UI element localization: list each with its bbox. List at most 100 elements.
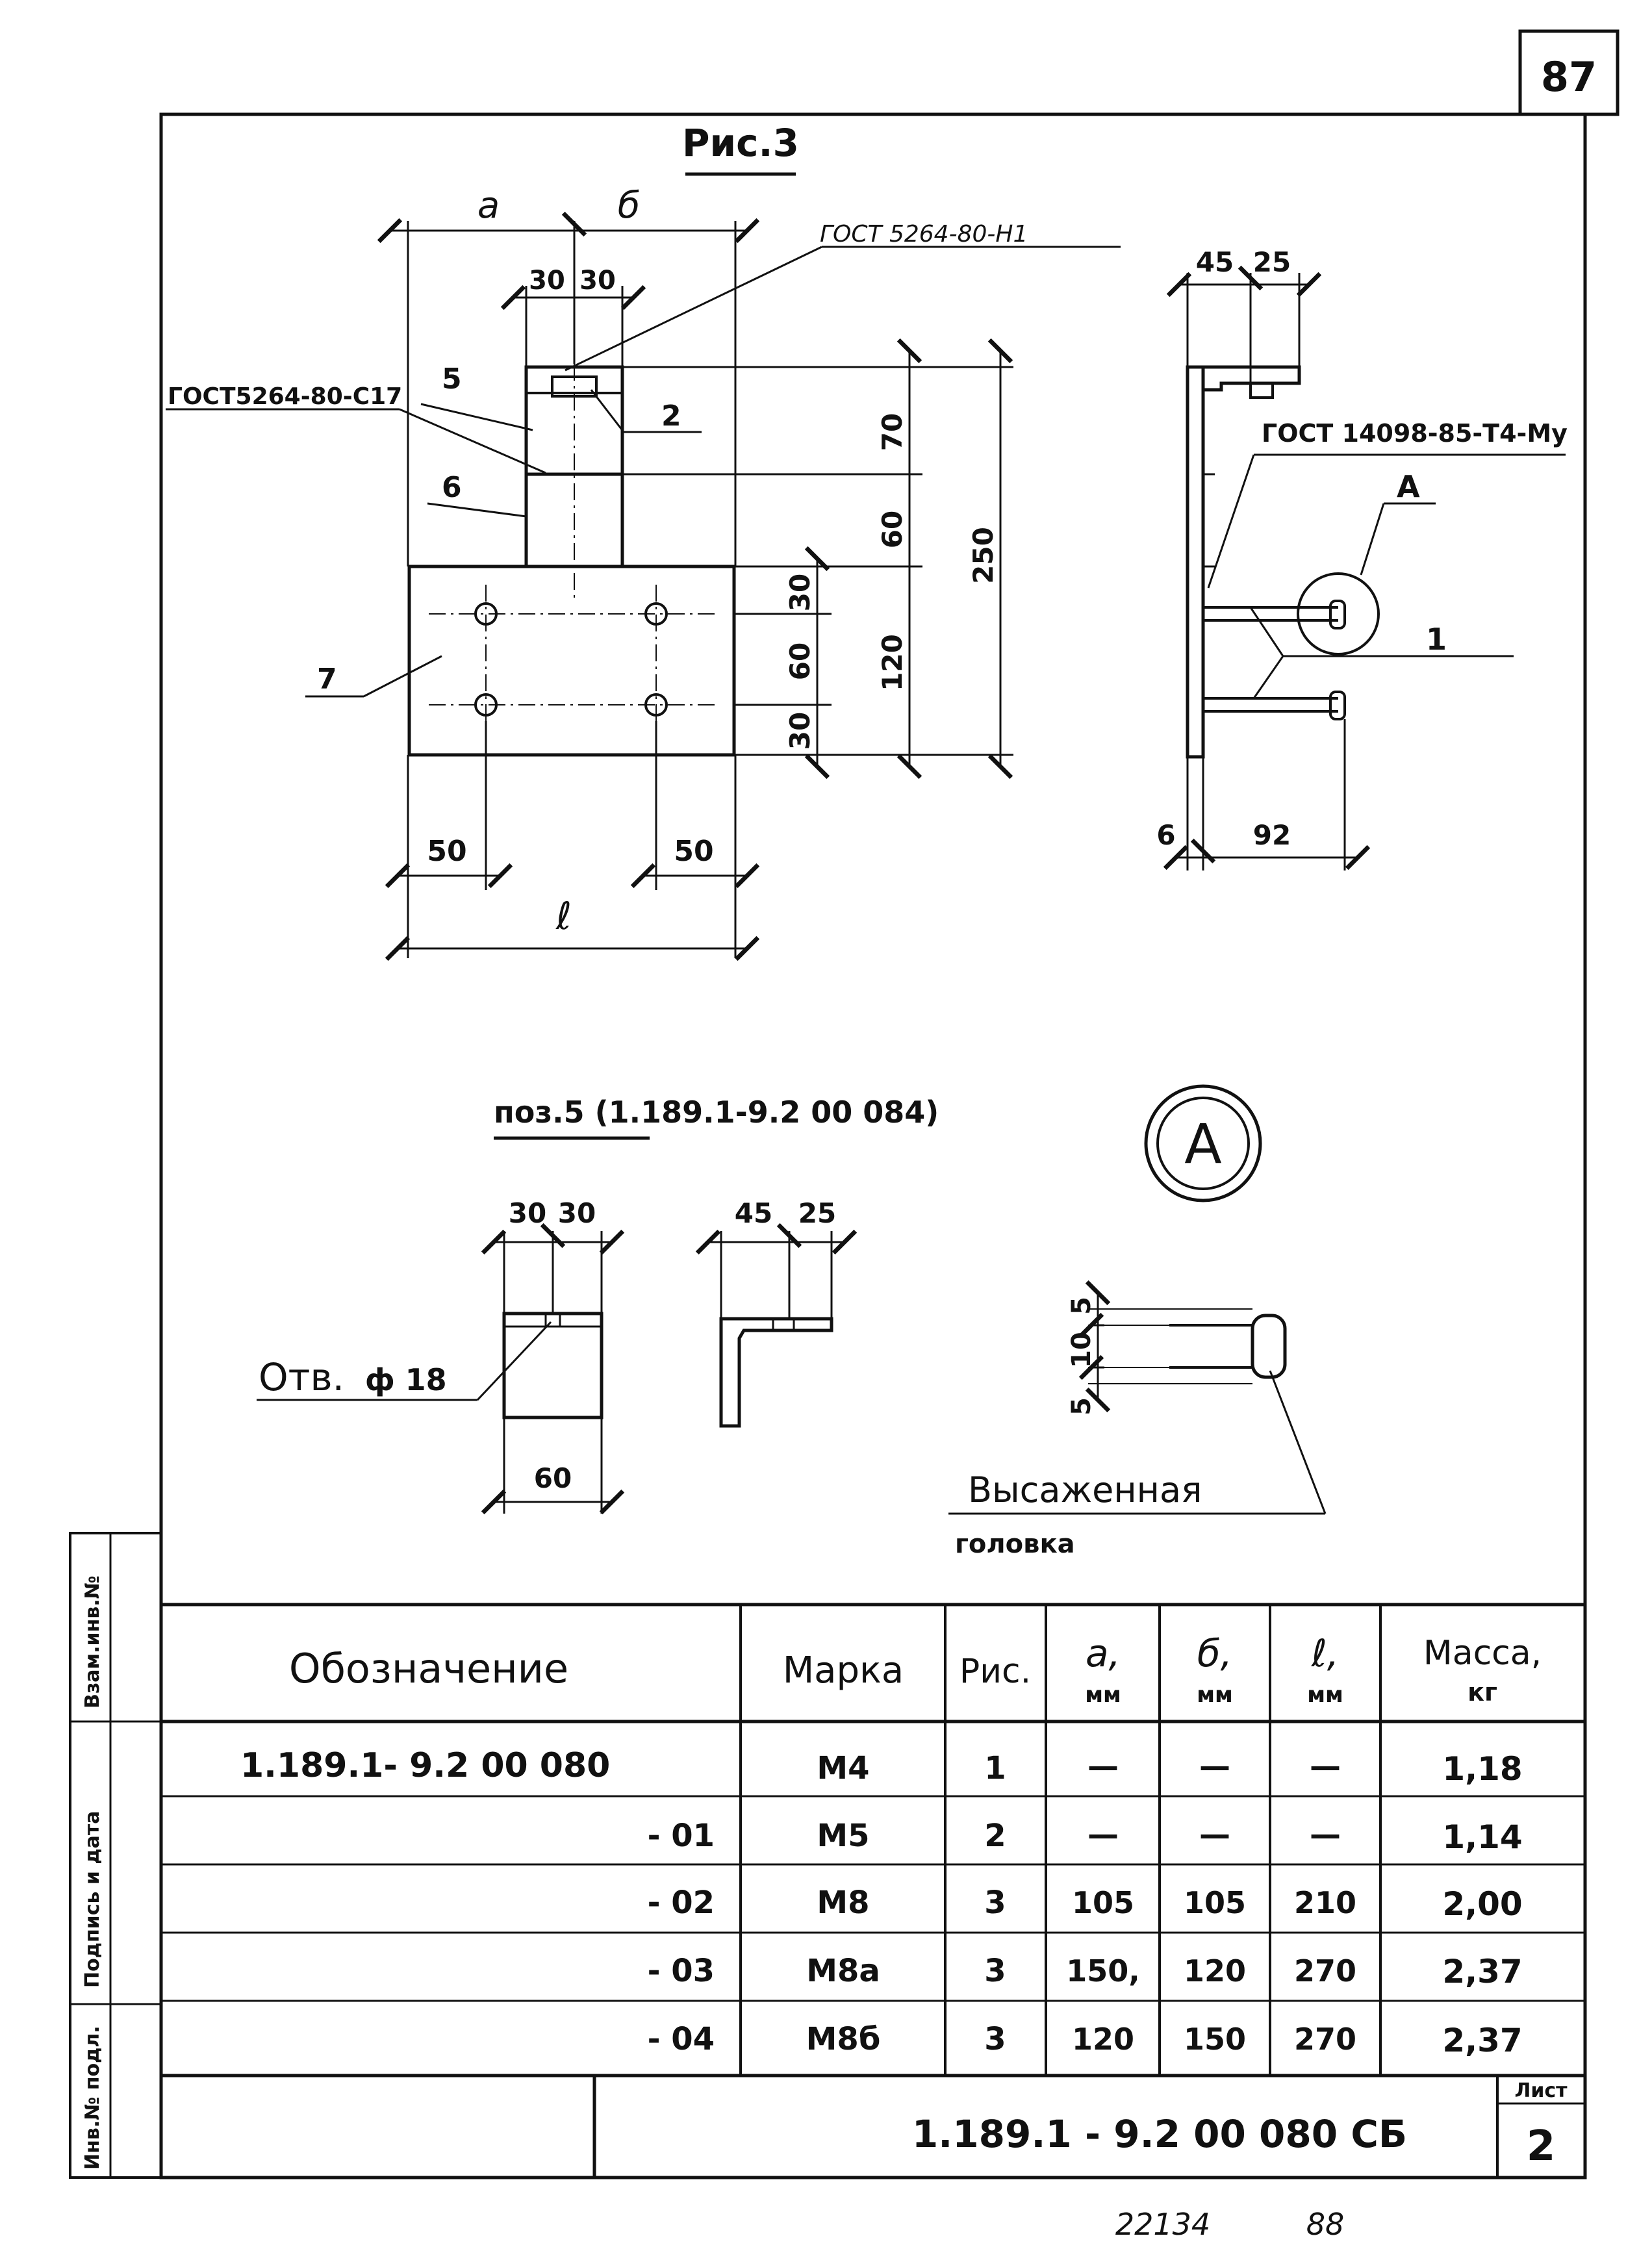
pos-6: 6 — [442, 471, 462, 504]
table-row: - 01 М5 2 — — — 1,14 — [648, 1816, 1523, 1856]
row-mark: М4 — [817, 1750, 869, 1786]
side-view — [1186, 365, 1380, 759]
header-designation: Обозначение — [289, 1645, 568, 1692]
header-fig: Рис. — [959, 1652, 1031, 1691]
table-row: - 03 М8а 3 150, 120 270 2,37 — [648, 1953, 1523, 1990]
hole-diameter: ф 18 — [365, 1362, 447, 1397]
weld-label-top: ГОСТ 5264-80-Н1 — [820, 221, 1028, 248]
row-a: 120 — [1072, 2022, 1134, 2057]
row-fig: 3 — [984, 2021, 1006, 2057]
pos5-dim-30-left: 30 — [509, 1197, 546, 1229]
doc-code: 1.189.1 - 9.2 00 080 СБ — [912, 2112, 1407, 2156]
dim-l: ℓ — [555, 894, 572, 938]
dim-60-vertical: 60 — [876, 511, 908, 548]
spec-table-grid — [161, 1603, 1585, 2178]
pos5-dim-25: 25 — [798, 1197, 836, 1229]
row-l: 210 — [1294, 1885, 1356, 1920]
row-designation: - 01 — [648, 1818, 715, 1854]
detail-pos5-front — [257, 1223, 625, 1515]
row-l: — — [1310, 1748, 1341, 1785]
row-mass: 2,37 — [1442, 1953, 1522, 1990]
row-b: 120 — [1184, 1953, 1246, 1989]
row-b: — — [1199, 1816, 1230, 1853]
page-number-box: 87 — [1518, 29, 1620, 116]
row-a: — — [1087, 1748, 1119, 1785]
row-mass: 2,00 — [1442, 1885, 1522, 1923]
detail-a-dim-5-bottom: 5 — [1067, 1397, 1097, 1416]
side-dim-92: 92 — [1253, 819, 1291, 851]
row-designation: - 04 — [648, 2021, 715, 2057]
dim-60-middle: 60 — [784, 642, 816, 680]
dim-a: a — [477, 184, 500, 227]
side-dimension-labels: 45 25 ГОСТ 14098-85-Т4-Му А 1 6 92 — [1156, 246, 1568, 851]
side-dim-45: 45 — [1196, 246, 1234, 278]
pos-2: 2 — [661, 400, 681, 433]
sheet-number: 2 — [1527, 2122, 1556, 2170]
dim-30-lower: 30 — [784, 712, 816, 750]
row-fig: 3 — [984, 1953, 1006, 1989]
upset-head-label-1: Высаженная — [968, 1469, 1202, 1510]
dim-30-right: 30 — [579, 266, 616, 296]
detail-a-callout-circle — [1297, 572, 1380, 655]
header-b-unit: мм — [1197, 1682, 1233, 1708]
detail-a-letter: А — [1184, 1112, 1221, 1176]
detail-a-dim-10: 10 — [1067, 1332, 1097, 1368]
row-b: 150 — [1184, 2022, 1246, 2057]
weld-label-left: ГОСТ5264-80-С17 — [168, 383, 402, 410]
upset-head-label-2: головка — [955, 1529, 1075, 1559]
row-l: 270 — [1294, 1953, 1356, 1989]
header-l-unit: мм — [1307, 1682, 1343, 1708]
detail-a-labels: 5 10 5 Высаженная головка — [955, 1297, 1202, 1559]
row-mass: 2,37 — [1442, 2022, 1522, 2059]
drawing-frame — [159, 112, 1587, 2179]
row-b: — — [1199, 1748, 1230, 1785]
table-row: - 04 М8б 3 120 150 270 2,37 — [648, 2021, 1523, 2059]
stamp-sign-date: Подпись и дата — [81, 1811, 104, 1988]
detail-pos5-labels: 30 30 45 25 Отв. ф 18 60 — [259, 1197, 836, 1494]
header-a: a, — [1086, 1631, 1121, 1675]
dim-120: 120 — [876, 634, 908, 691]
row-mark: М8а — [806, 1953, 880, 1989]
header-mass-unit: кг — [1468, 1678, 1497, 1707]
row-l: 270 — [1294, 2022, 1356, 2057]
side-weld-label: ГОСТ 14098-85-Т4-Му — [1262, 419, 1568, 448]
pos-7: 7 — [317, 663, 337, 696]
row-mark: М8 — [817, 1885, 869, 1921]
footer-number: 22134 — [1115, 2207, 1210, 2242]
header-b: б, — [1197, 1631, 1232, 1675]
header-a-unit: мм — [1085, 1682, 1121, 1708]
page-number: 87 — [1541, 53, 1597, 101]
row-mark: М8б — [806, 2021, 881, 2057]
side-dim-25: 25 — [1253, 246, 1291, 278]
row-a: 150, — [1066, 1953, 1140, 1989]
detail-pos5-title: поз.5 (1.189.1-9.2 00 084) — [494, 1095, 939, 1130]
dim-30-upper: 30 — [784, 574, 816, 611]
header-mass: Масса, — [1423, 1634, 1542, 1673]
front-plate-7 — [407, 565, 736, 757]
front-view — [407, 364, 736, 757]
figure-title: Рис.3 — [682, 121, 799, 165]
callout-a: А — [1397, 469, 1420, 504]
row-fig: 2 — [984, 1818, 1006, 1854]
row-mark: М5 — [817, 1818, 869, 1854]
stamp-inv-sub: Взам.инв.№ — [81, 1575, 104, 1709]
row-l: — — [1310, 1816, 1341, 1853]
dim-50-left: 50 — [427, 835, 466, 868]
pos5-dim-45: 45 — [735, 1197, 772, 1229]
side-stamp: Взам.инв.№ Подпись и дата Инв.№ подл. — [69, 1532, 162, 2179]
dim-b: б — [618, 184, 641, 227]
row-fig: 3 — [984, 1885, 1006, 1921]
row-designation: - 03 — [648, 1953, 715, 1989]
dim-50-right: 50 — [674, 835, 713, 868]
dim-30-left: 30 — [529, 266, 565, 296]
detail-a-drawing — [948, 1280, 1327, 1515]
detail-a-dim-5-top: 5 — [1067, 1297, 1097, 1315]
row-mass: 1,18 — [1442, 1750, 1522, 1788]
side-dim-6: 6 — [1156, 819, 1175, 851]
detail-pos5-side — [695, 1223, 858, 1428]
dim-70: 70 — [876, 413, 908, 451]
spec-table-header: Обозначение Марка Рис. a, мм б, мм ℓ, мм… — [289, 1631, 1542, 1708]
row-mass: 1,14 — [1442, 1818, 1522, 1856]
detail-a-marker: А — [1144, 1084, 1262, 1202]
